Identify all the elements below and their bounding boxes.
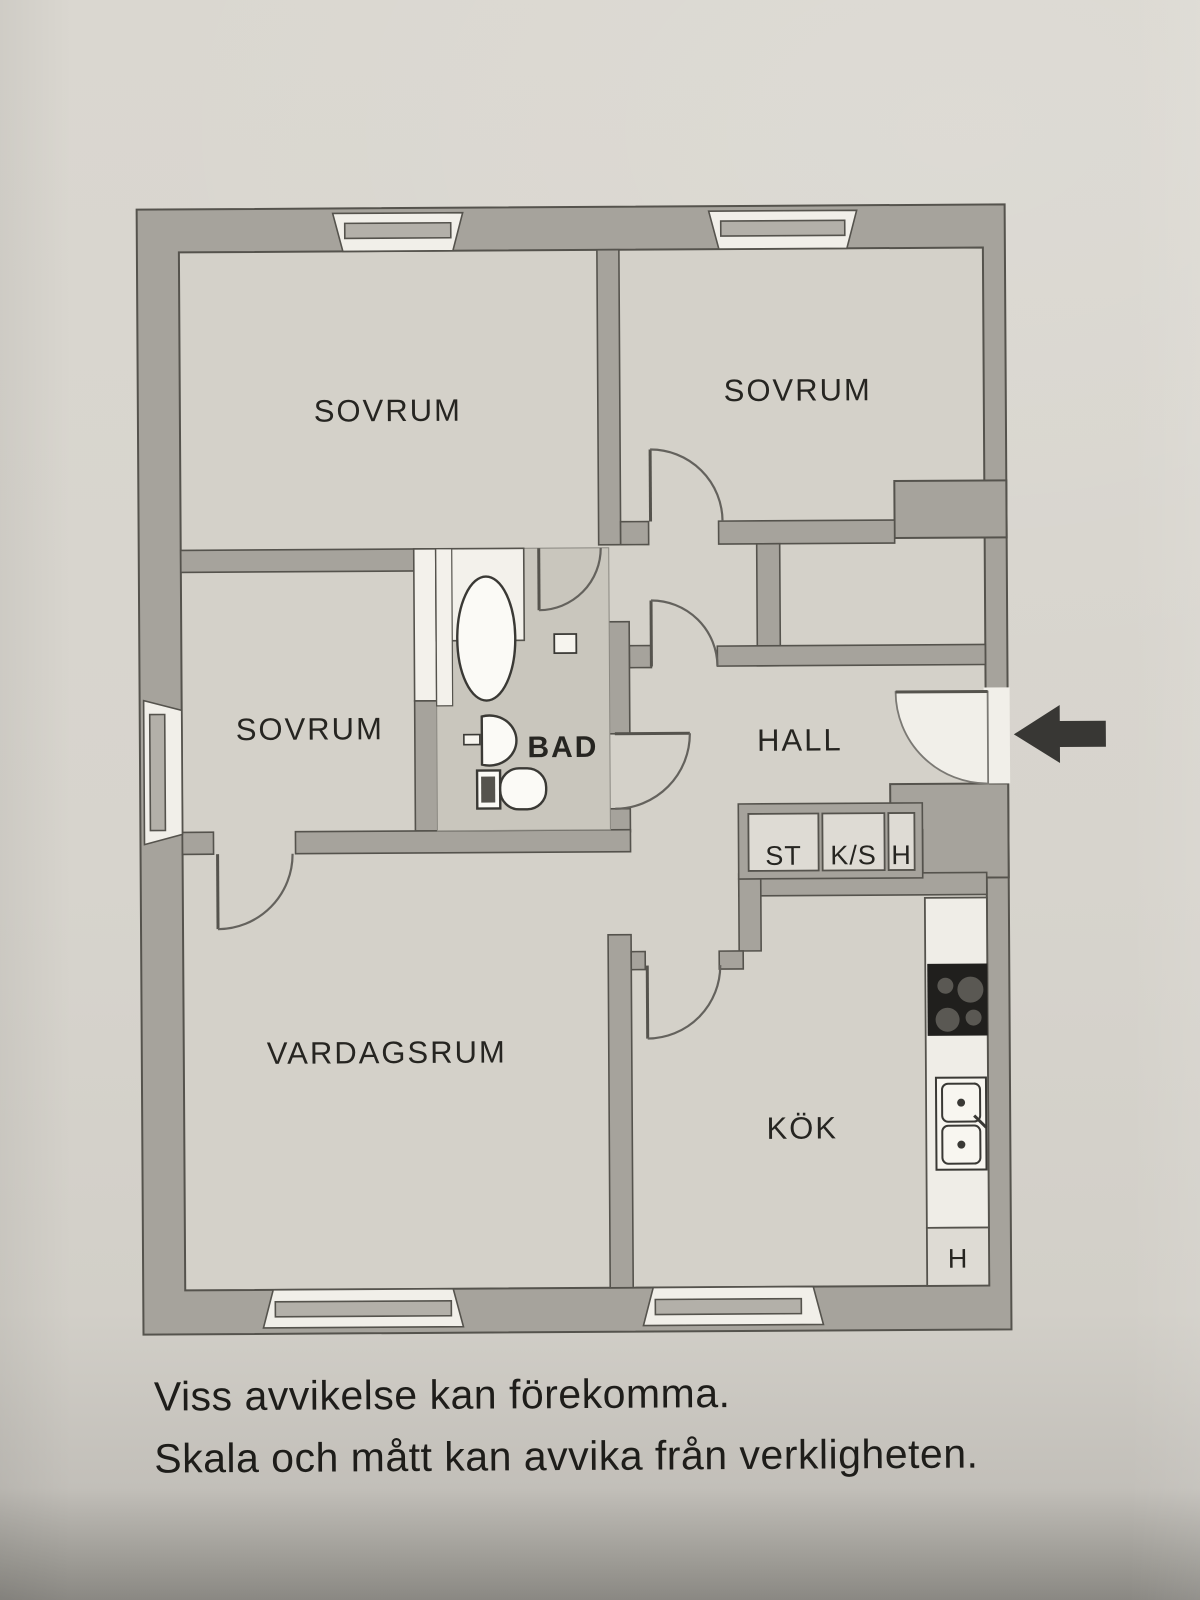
bathroom <box>434 547 611 832</box>
window-living-room <box>262 1287 465 1329</box>
kitchen-counter <box>923 896 990 1229</box>
entrance-arrow-icon <box>1013 705 1106 764</box>
windows <box>142 209 858 1329</box>
closet-h-label: H <box>891 840 912 870</box>
kitchen-sink <box>934 1076 988 1171</box>
doors <box>216 448 1011 1040</box>
door-bathroom <box>614 731 691 810</box>
washbasin-tap-icon <box>463 733 481 746</box>
disclaimer-line-1: Viss avvikelse kan förekomma. <box>154 1370 731 1420</box>
door-top-right-bedroom <box>648 448 724 522</box>
wall-niche <box>553 633 578 655</box>
window-top-left-bedroom <box>331 211 464 253</box>
closet-ks <box>821 812 886 872</box>
closet-st <box>747 812 820 872</box>
door-top-left-bedroom <box>537 547 602 612</box>
closet-h <box>887 812 916 871</box>
closet-st-label: ST <box>765 841 802 871</box>
bathtub <box>456 575 517 702</box>
door-left-bedroom <box>216 853 294 931</box>
window-top-right-bedroom <box>707 209 858 250</box>
kitchen-fittings: H <box>923 896 991 1287</box>
room-label-hall: HALL <box>757 722 843 758</box>
window-left-bedroom <box>142 699 184 846</box>
room-label-sovrum-top-left: SOVRUM <box>314 393 462 429</box>
room-label-sovrum-left: SOVRUM <box>236 711 384 747</box>
room-label-sovrum-top-right: SOVRUM <box>724 372 872 408</box>
kitchen-closet-label: H <box>948 1244 969 1274</box>
door-entrance <box>894 687 1011 785</box>
inner-walls <box>179 248 988 1289</box>
toilet <box>475 767 548 811</box>
kitchen-closet <box>925 1226 991 1287</box>
room-label-vardagsrum: VARDAGSRUM <box>267 1034 507 1070</box>
washbasin <box>480 714 518 767</box>
window-kitchen <box>642 1285 825 1327</box>
door-kitchen <box>645 965 722 1040</box>
door-hall-corridor <box>649 599 719 667</box>
wall-chunk-bedroom-notch <box>893 479 1008 540</box>
closet-ks-label: K/S <box>830 840 877 870</box>
room-label-kok: KÖK <box>766 1110 838 1145</box>
room-label-bad: BAD <box>527 731 598 764</box>
disclaimer-line-2: Skala och mått kan avvika från verklighe… <box>154 1431 978 1482</box>
hall-closets: ST K/S H <box>737 802 924 880</box>
